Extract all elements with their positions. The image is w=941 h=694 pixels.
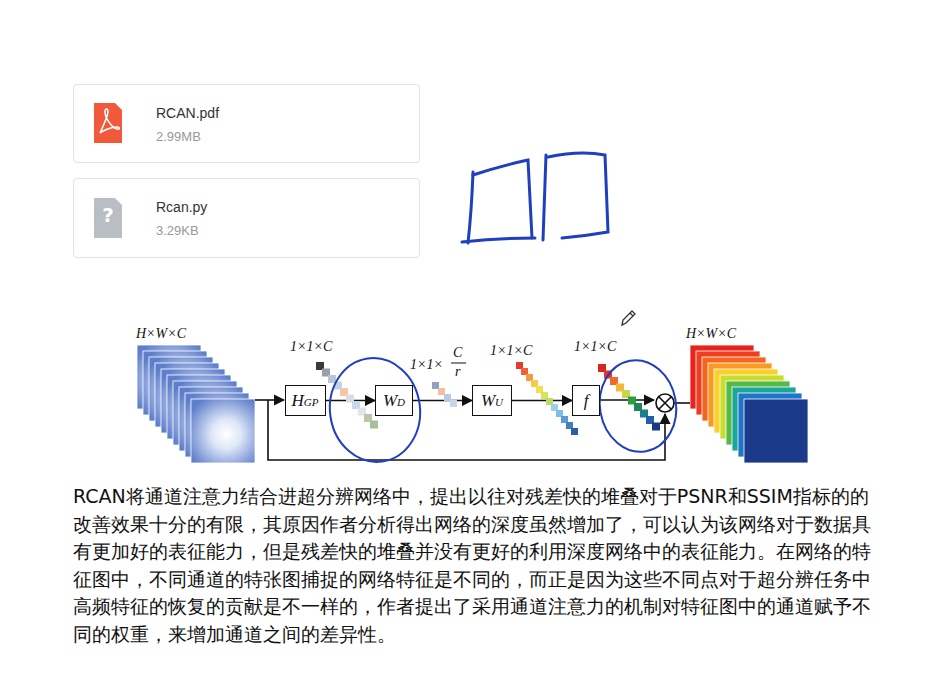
shape bbox=[566, 422, 573, 429]
dimension-label: 1×1×C bbox=[490, 343, 532, 359]
shape bbox=[444, 394, 451, 401]
file-size: 2.99MB bbox=[156, 129, 201, 144]
multiply-symbol bbox=[656, 394, 674, 412]
operator-label: WD bbox=[383, 391, 405, 411]
file-size: 3.29KB bbox=[156, 223, 199, 238]
file-name: Rcan.py bbox=[156, 199, 207, 215]
upscale-box: WU bbox=[472, 385, 512, 416]
connector-arrow bbox=[413, 400, 472, 402]
file-card: RCAN.pdf 2.99MB bbox=[73, 84, 420, 163]
pooling-box: HGP bbox=[285, 385, 326, 416]
dimension-label: 1×1× bbox=[410, 357, 443, 373]
input-feature-maps bbox=[137, 345, 255, 463]
shape bbox=[744, 399, 808, 463]
shape bbox=[450, 400, 457, 407]
shape bbox=[432, 382, 439, 389]
pdf-icon bbox=[94, 103, 122, 143]
shape bbox=[561, 416, 568, 423]
downscale-box: WD bbox=[375, 385, 413, 416]
shape bbox=[541, 392, 548, 399]
shape bbox=[521, 368, 528, 375]
shape bbox=[191, 399, 255, 463]
pdf-glyph bbox=[100, 109, 119, 133]
icon-glyph: ? bbox=[94, 203, 122, 227]
shape bbox=[526, 374, 533, 381]
shape bbox=[652, 423, 660, 431]
pencil-icon bbox=[622, 311, 635, 325]
connector-arrow bbox=[512, 400, 572, 402]
output-feature-maps bbox=[690, 345, 808, 463]
shape bbox=[556, 410, 563, 417]
shape bbox=[516, 362, 523, 369]
shape bbox=[546, 398, 553, 405]
fraction-bar bbox=[451, 363, 466, 364]
handwritten-scribble bbox=[462, 153, 608, 243]
operator-label: f bbox=[584, 391, 589, 411]
shape bbox=[536, 386, 543, 393]
operator-label: HGP bbox=[292, 391, 319, 411]
dimension-label: 1×1×C bbox=[574, 339, 616, 355]
operator-label: WU bbox=[481, 391, 503, 411]
shape bbox=[438, 388, 445, 395]
channel-vectors bbox=[316, 362, 660, 435]
shape bbox=[531, 380, 538, 387]
dimension-label: H×W×C bbox=[136, 326, 186, 342]
file-name: RCAN.pdf bbox=[156, 105, 219, 121]
dimension-label: C bbox=[453, 345, 462, 361]
description-paragraph: RCAN将通道注意力结合进超分辨网络中，提出以往对残差快的堆叠对于PSNR和SS… bbox=[73, 483, 881, 648]
dimension-label: H×W×C bbox=[686, 326, 736, 342]
hand-drawn-ellipse bbox=[323, 352, 683, 468]
unknown-file-icon bbox=[94, 198, 122, 238]
shape bbox=[571, 428, 578, 435]
dimension-label: 1×1×C bbox=[290, 339, 332, 355]
activation-box: f bbox=[572, 385, 600, 416]
dimension-label: r bbox=[455, 364, 460, 380]
shape bbox=[370, 421, 378, 429]
file-card: Rcan.py 3.29KB bbox=[73, 178, 420, 258]
shape bbox=[551, 404, 558, 411]
